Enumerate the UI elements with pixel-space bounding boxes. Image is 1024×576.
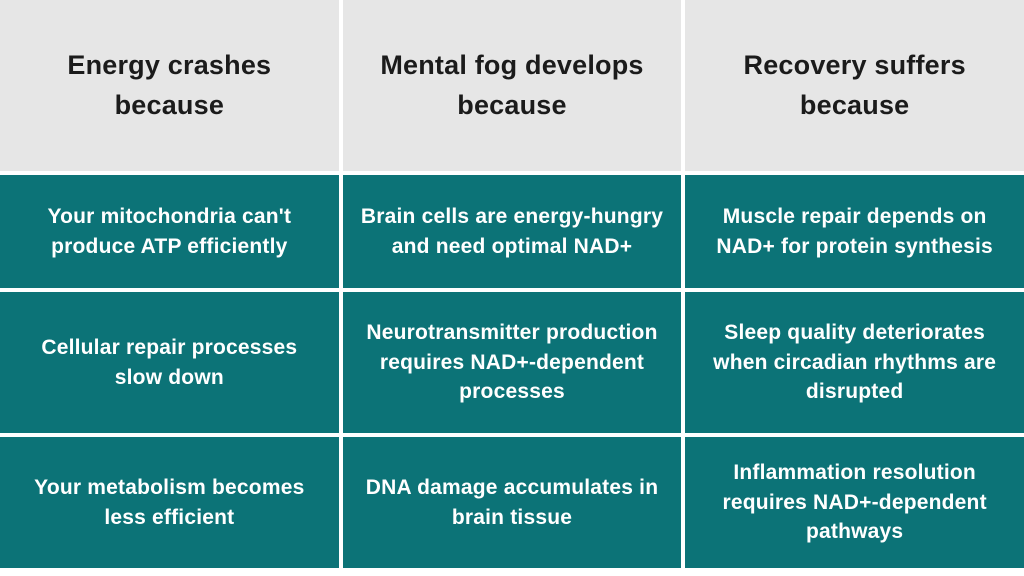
- cell-recovery-row3: Inflammation resolution requires NAD+-de…: [685, 437, 1024, 568]
- header-cell-recovery: Recovery suffers because: [685, 0, 1024, 171]
- cell-recovery-row2: Sleep quality deteriorates when circadia…: [685, 292, 1024, 433]
- cell-energy-row3: Your metabolism becomes less efficient: [0, 437, 339, 568]
- header-cell-energy-crashes: Energy crashes because: [0, 0, 339, 171]
- cell-recovery-row1: Muscle repair depends on NAD+ for protei…: [685, 175, 1024, 288]
- cell-energy-row1: Your mitochondria can't produce ATP effi…: [0, 175, 339, 288]
- cell-energy-row2: Cellular repair processes slow down: [0, 292, 339, 433]
- cell-mental-fog-row2: Neurotransmitter production requires NAD…: [342, 292, 682, 433]
- cell-mental-fog-row1: Brain cells are energy-hungry and need o…: [342, 175, 682, 288]
- header-cell-mental-fog: Mental fog develops because: [342, 0, 682, 171]
- cell-mental-fog-row3: DNA damage accumulates in brain tissue: [342, 437, 682, 568]
